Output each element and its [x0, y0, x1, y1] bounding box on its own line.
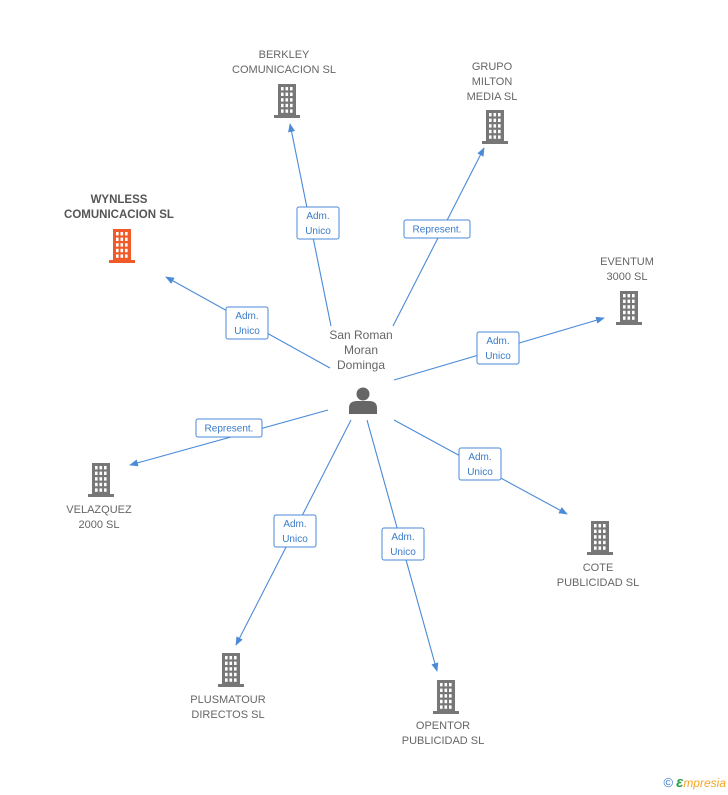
brand-initial: ε	[676, 774, 684, 791]
relation-text: Adm.	[306, 211, 329, 222]
company-node-berkley[interactable]: BERKLEY COMUNICACION SL	[232, 49, 336, 118]
company-name-line[interactable]: COMUNICACION SL	[64, 209, 174, 221]
company-node-grupo-milton[interactable]: GRUPO MILTON MEDIA SL	[467, 61, 518, 144]
company-name-line[interactable]: MILTON	[472, 76, 513, 88]
company-name-line[interactable]: GRUPO	[472, 61, 513, 73]
building-icon[interactable]	[274, 84, 300, 118]
center-name-line: San Roman	[329, 328, 392, 342]
company-node-cote[interactable]: COTE PUBLICIDAD SL	[557, 521, 640, 589]
person-icon	[349, 387, 377, 414]
company-node-plusmatour[interactable]: PLUSMATOUR DIRECTOS SL	[190, 653, 266, 721]
relation-label-velazquez[interactable]: Represent.	[195, 418, 263, 438]
relation-label-berkley[interactable]: Adm. Unico	[296, 206, 340, 240]
building-icon[interactable]	[218, 653, 244, 687]
relation-label-eventum[interactable]: Adm. Unico	[476, 331, 520, 365]
relation-label-plusmatour[interactable]: Adm. Unico	[273, 514, 317, 548]
relation-text: Unico	[390, 547, 416, 558]
footer-brand: ©εmpresia	[664, 774, 726, 791]
company-name-line[interactable]: PLUSMATOUR	[190, 694, 265, 706]
copyright-symbol: ©	[663, 775, 674, 790]
company-name-line[interactable]: COMUNICACION SL	[232, 64, 336, 76]
company-name-line[interactable]: PUBLICIDAD SL	[402, 735, 485, 747]
company-name-line[interactable]: BERKLEY	[259, 49, 310, 61]
center-name-line: Dominga	[337, 358, 385, 372]
relation-text: Unico	[467, 467, 493, 478]
relation-text: Unico	[234, 326, 260, 337]
relation-label-opentor[interactable]: Adm. Unico	[381, 527, 425, 561]
building-icon[interactable]	[109, 229, 135, 263]
relation-label-cote[interactable]: Adm. Unico	[458, 447, 502, 481]
relation-text: Adm.	[283, 519, 306, 530]
company-node-velazquez[interactable]: VELAZQUEZ 2000 SL	[66, 463, 132, 531]
company-name-line[interactable]: DIRECTOS SL	[191, 709, 264, 721]
relation-text: Unico	[305, 226, 331, 237]
relation-label-wynless[interactable]: Adm. Unico	[225, 306, 269, 340]
relation-text: Unico	[282, 534, 308, 545]
company-name-line[interactable]: 3000 SL	[607, 271, 648, 283]
center-name-line: Moran	[344, 343, 378, 357]
building-icon[interactable]	[587, 521, 613, 555]
company-name-line[interactable]: OPENTOR	[416, 720, 470, 732]
relation-text: Adm.	[391, 532, 414, 543]
building-icon[interactable]	[88, 463, 114, 497]
relation-label-grupo-milton[interactable]: Represent.	[403, 219, 471, 239]
relation-text: Represent.	[205, 424, 254, 435]
relation-text: Adm.	[468, 452, 491, 463]
company-node-wynless[interactable]: WYNLESS COMUNICACION SL	[64, 194, 174, 263]
company-node-eventum[interactable]: EVENTUM 3000 SL	[600, 256, 654, 325]
company-name-line[interactable]: PUBLICIDAD SL	[557, 577, 640, 589]
company-name-line[interactable]: WYNLESS	[91, 194, 148, 206]
company-node-opentor[interactable]: OPENTOR PUBLICIDAD SL	[402, 680, 485, 747]
company-name-line[interactable]: COTE	[583, 562, 614, 574]
company-name-line[interactable]: MEDIA SL	[467, 91, 518, 103]
building-icon[interactable]	[616, 291, 642, 325]
relation-text: Adm.	[486, 336, 509, 347]
relation-text: Adm.	[235, 311, 258, 322]
building-icon[interactable]	[433, 680, 459, 714]
relation-text: Unico	[485, 351, 511, 362]
relation-text: Represent.	[413, 225, 462, 236]
brand-name: mpresia	[683, 776, 726, 790]
company-name-line[interactable]: 2000 SL	[79, 519, 120, 531]
company-name-line[interactable]: VELAZQUEZ	[66, 504, 132, 516]
company-name-line[interactable]: EVENTUM	[600, 256, 654, 268]
building-icon[interactable]	[482, 110, 508, 144]
